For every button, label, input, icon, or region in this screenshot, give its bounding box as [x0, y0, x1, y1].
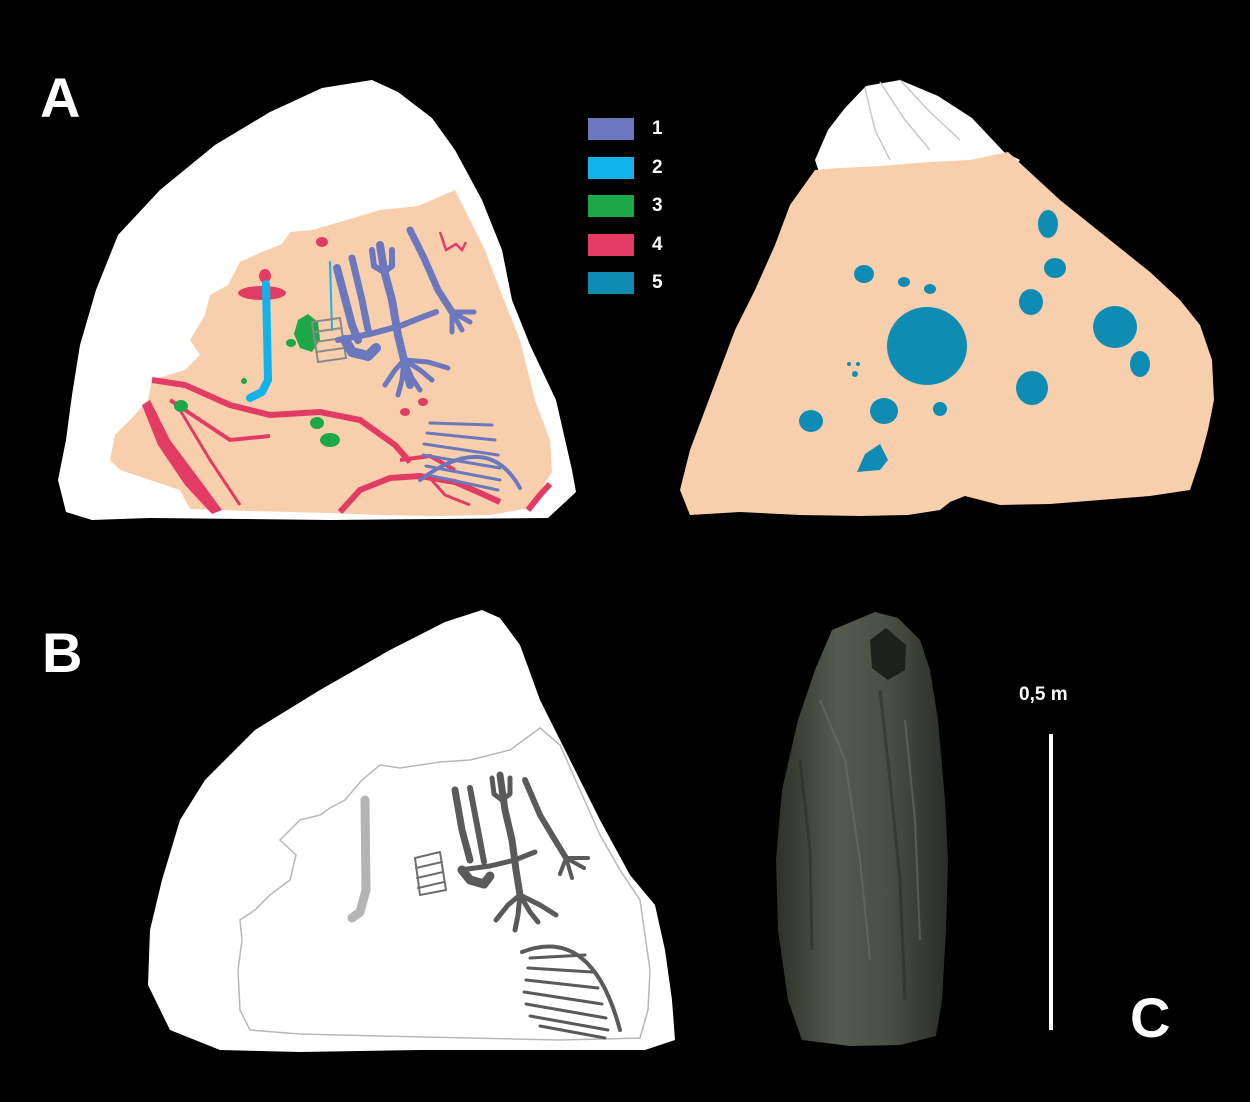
- legend-item: 4: [588, 226, 663, 265]
- legend: 1 2 3 4 5: [588, 110, 663, 303]
- panel-label-c: C: [1130, 990, 1170, 1046]
- legend-label: 3: [652, 195, 663, 217]
- stone-outline-b: [148, 610, 675, 1052]
- panel-c-stone-photo: [776, 612, 948, 1046]
- legend-item: 2: [588, 149, 663, 188]
- panel-a-left-stone: [58, 80, 576, 520]
- legend-label: 1: [652, 118, 663, 140]
- legend-swatch: [588, 157, 634, 179]
- stone-photo: [776, 612, 948, 1046]
- panel-label-b: B: [42, 625, 82, 681]
- legend-swatch: [588, 195, 634, 217]
- legend-label: 5: [652, 272, 663, 294]
- legend-swatch: [588, 234, 634, 256]
- panel-label-a: A: [40, 70, 80, 126]
- legend-item: 5: [588, 264, 663, 303]
- legend-swatch: [588, 118, 634, 140]
- legend-label: 4: [652, 234, 663, 256]
- panel-b-stone: [148, 610, 675, 1052]
- legend-swatch: [588, 272, 634, 294]
- legend-item: 3: [588, 187, 663, 226]
- legend-label: 2: [652, 157, 663, 179]
- scale-bar-label: 0,5 m: [1019, 684, 1068, 706]
- panel-a-right-stone: [680, 80, 1214, 516]
- legend-item: 1: [588, 110, 663, 149]
